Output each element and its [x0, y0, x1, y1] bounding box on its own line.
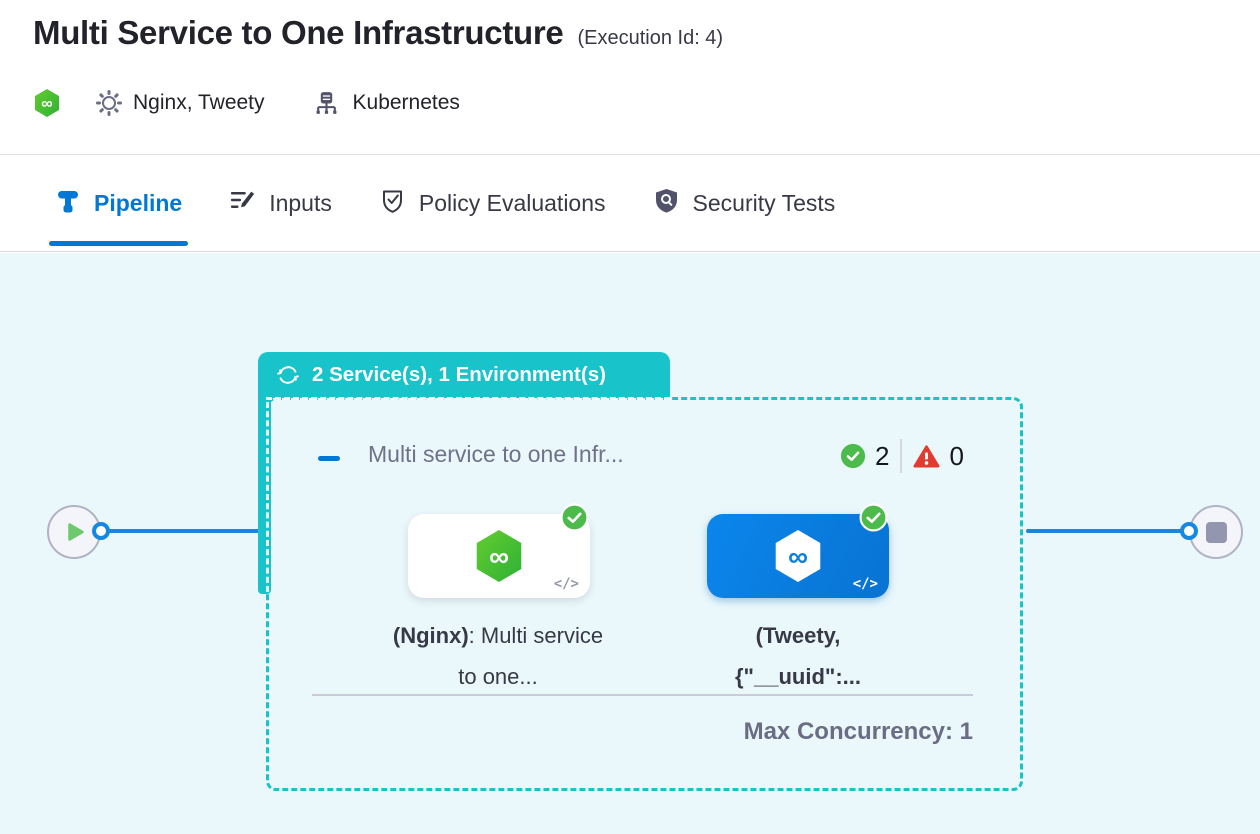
- execution-id: (Execution Id: 4): [577, 27, 724, 49]
- failed-count: 0: [949, 440, 964, 471]
- tab-label: Pipeline: [94, 190, 183, 216]
- service-label-nginx: (Nginx): Multi service to one...: [392, 623, 604, 689]
- execution-tabs: Pipeline Inputs Policy Evaluations: [0, 156, 1260, 252]
- stage-status-counts: 2 0: [840, 439, 964, 473]
- svg-text:∞: ∞: [489, 541, 509, 572]
- services-list: Nginx, Tweety: [133, 91, 265, 114]
- harness-step-icon: ∞: [772, 528, 824, 584]
- stop-icon: [1205, 521, 1227, 543]
- matrix-loop-badge[interactable]: 2 Service(s), 1 Environment(s): [258, 352, 670, 398]
- svg-text:∞: ∞: [788, 541, 808, 572]
- loop-icon: [275, 362, 301, 388]
- shield-scan-icon: [653, 187, 680, 220]
- code-glyph: </>: [553, 576, 579, 592]
- edge-start-to-stage: [104, 529, 262, 533]
- failure-warning-icon: [913, 444, 941, 469]
- page-title: Multi Service to One Infrastructure: [33, 14, 564, 51]
- tab-label: Security Tests: [692, 190, 836, 216]
- pipeline-canvas: 2 Service(s), 1 Environment(s) Multi ser…: [0, 253, 1260, 834]
- gear-icon: [95, 89, 123, 117]
- code-glyph: </>: [852, 576, 878, 592]
- harness-service-icon: ∞: [33, 88, 61, 118]
- stage-footer-divider: [312, 694, 973, 696]
- loop-badge-side-bar: [258, 397, 271, 594]
- status-divider: [900, 439, 903, 473]
- end-node-port: [1180, 522, 1198, 540]
- service-label-tweety: (Tweety, {"__uuid":...: [735, 623, 861, 689]
- success-check-icon: [840, 443, 866, 469]
- edge-stage-to-end: [1026, 529, 1186, 533]
- inputs-icon: [229, 187, 256, 220]
- collapse-stage-icon[interactable]: [318, 456, 340, 461]
- stage-border-overlay-top: [266, 397, 670, 400]
- stage-title: Multi service to one Infr...: [368, 441, 624, 467]
- play-icon: [67, 522, 85, 542]
- tab-security-tests[interactable]: Security Tests: [653, 156, 836, 251]
- start-node-port: [92, 522, 110, 540]
- svg-text:∞: ∞: [41, 96, 52, 113]
- tab-pipeline[interactable]: Pipeline: [48, 156, 189, 251]
- success-count: 2: [875, 440, 890, 471]
- tab-inputs[interactable]: Inputs: [229, 156, 332, 251]
- infrastructure-name: Kubernetes: [352, 91, 460, 114]
- pipeline-icon: [55, 188, 81, 220]
- service-node-tweety[interactable]: ∞ </>: [707, 514, 889, 598]
- tab-label: Inputs: [269, 190, 332, 216]
- execution-meta: ∞ Nginx, Tweety: [33, 86, 460, 120]
- service-success-icon: [560, 503, 589, 537]
- infrastructure-icon: [313, 90, 340, 117]
- stage-border-overlay-left: [266, 402, 269, 592]
- page-header: Multi Service to One Infrastructure (Exec…: [0, 0, 1260, 155]
- max-concurrency-label: Max Concurrency: 1: [743, 718, 973, 745]
- loop-badge-label: 2 Service(s), 1 Environment(s): [312, 363, 606, 386]
- pipeline-end-node[interactable]: [1189, 505, 1243, 559]
- tab-policy-evaluations[interactable]: Policy Evaluations: [379, 156, 606, 251]
- service-node-nginx[interactable]: ∞ </>: [408, 514, 590, 598]
- service-success-icon: [859, 503, 888, 537]
- harness-step-icon: ∞: [473, 528, 525, 584]
- shield-check-icon: [379, 187, 406, 220]
- tab-label: Policy Evaluations: [418, 190, 606, 216]
